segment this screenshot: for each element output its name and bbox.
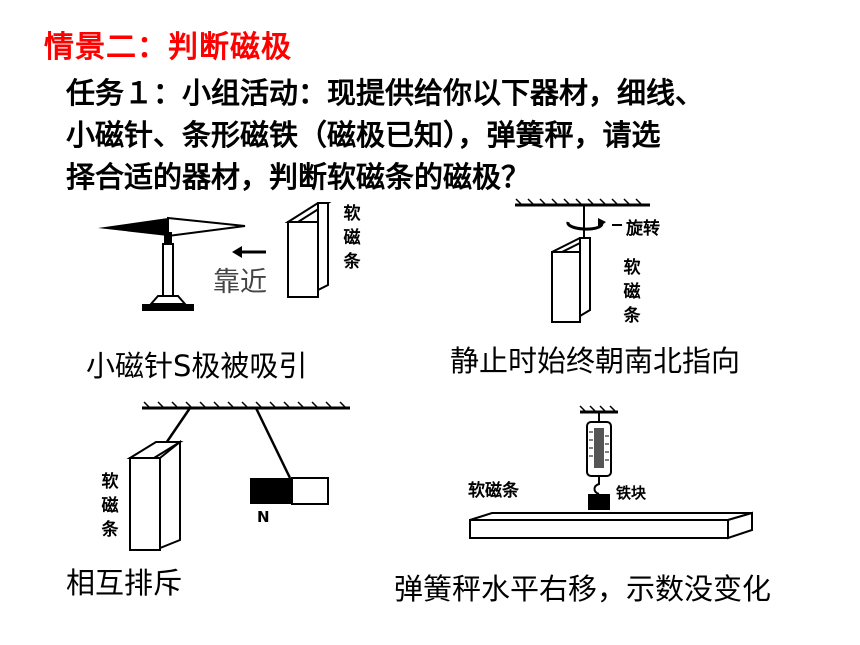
compass-needle-left bbox=[98, 218, 168, 236]
task-line-1: 任务１：小组活动：现提供给你以下器材，细线、 bbox=[66, 76, 705, 110]
task-line-2: 小磁针、条形磁铁（磁极已知），弹簧秤，请选 bbox=[66, 118, 661, 152]
compass-stand-base bbox=[142, 304, 194, 311]
fig2-illustration bbox=[515, 198, 650, 323]
page-title: 情景二：判断磁极 bbox=[44, 30, 292, 65]
compass-stand-neck bbox=[148, 295, 188, 305]
magnet-thread bbox=[254, 407, 292, 479]
fig1-near-label: 靠近 bbox=[213, 267, 267, 298]
fig1-arrow bbox=[232, 246, 266, 258]
fig4-caption: 弹簧秤水平右移，示数没变化 bbox=[394, 572, 772, 606]
fig3-strip-label: 软磁条 bbox=[101, 472, 119, 540]
fig1-soft-strip bbox=[284, 202, 332, 298]
strip-front bbox=[469, 519, 729, 539]
compass-needle-right bbox=[167, 216, 246, 238]
bar-magnet-white bbox=[291, 477, 329, 505]
compass-stand-pole bbox=[162, 243, 174, 297]
iron-block bbox=[588, 494, 610, 510]
fig2-caption: 静止时始终朝南北指向 bbox=[450, 344, 741, 378]
task-line-3: 择合适的器材，判断软磁条的磁极？ bbox=[66, 160, 531, 194]
fig3-caption: 相互排斥 bbox=[66, 566, 183, 600]
fig3-magnet-pole-label: N bbox=[257, 508, 270, 526]
spring-scale-hook bbox=[593, 476, 600, 495]
fig1-caption: 小磁针S极被吸引 bbox=[86, 349, 308, 383]
fig4-strip-label: 软磁条 bbox=[468, 481, 519, 501]
strip-top bbox=[469, 512, 753, 521]
fig2-rotate-label: 旋转 bbox=[626, 219, 660, 239]
fig4-iron-label: 铁块 bbox=[616, 484, 647, 502]
fig1-compass-illustration bbox=[98, 216, 246, 311]
fig2-strip-label: 软磁条 bbox=[623, 258, 641, 326]
compass-pivot bbox=[164, 232, 172, 244]
fig3-illustration bbox=[126, 401, 350, 551]
fig4-illustration bbox=[469, 405, 753, 540]
task-text: 任务１：小组活动：现提供给你以下器材，细线、 小磁针、条形磁铁（磁极已知），弹簧… bbox=[66, 72, 826, 198]
bar-magnet-black bbox=[250, 478, 292, 504]
fig1-strip-label: 软磁条 bbox=[343, 204, 361, 272]
